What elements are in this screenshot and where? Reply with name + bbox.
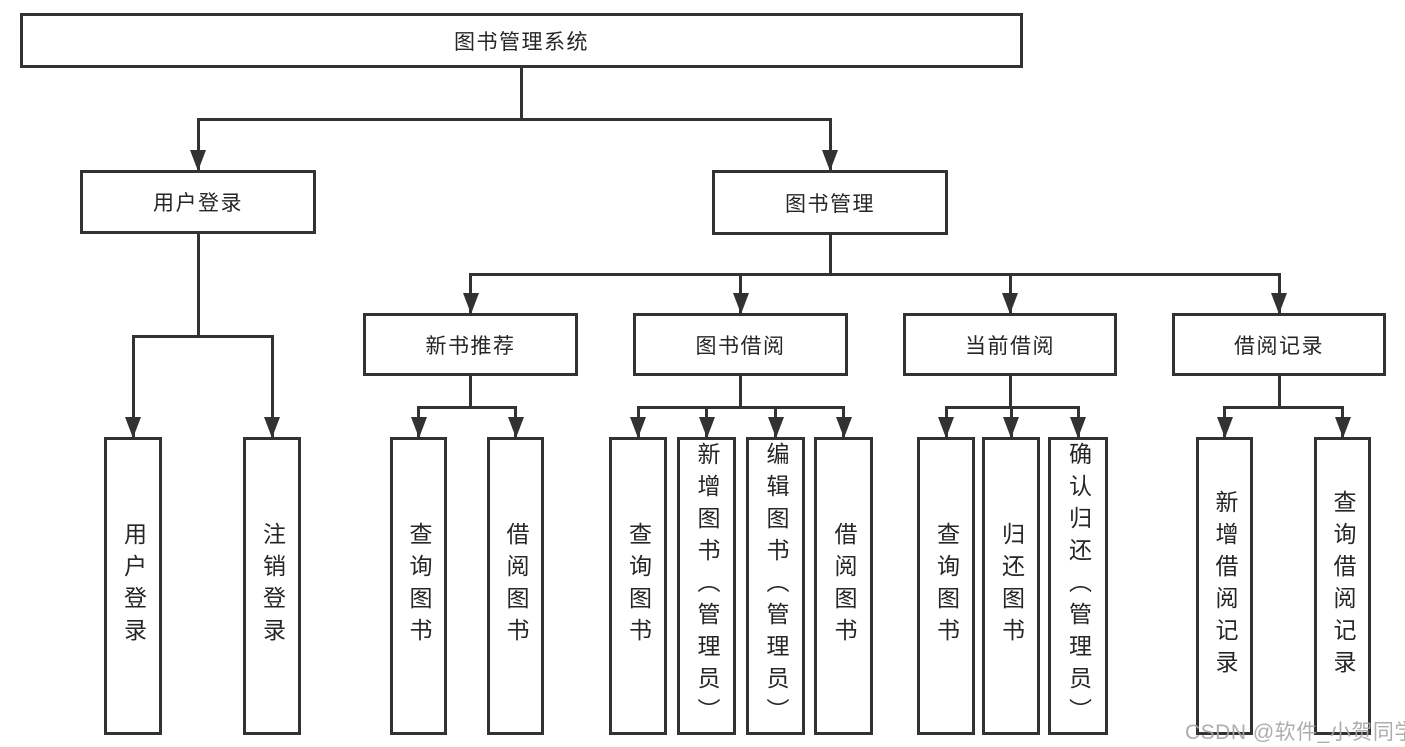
node-newbook: 新书推荐 [363,313,578,376]
node-record: 借阅记录 [1172,313,1386,376]
arrow-down-icon [462,293,479,314]
node-current-confirm: 确认归还（管理员） [1048,437,1108,735]
connector-line [1008,376,1012,407]
connector-line [417,405,517,409]
node-borrow-query: 查询图书 [609,437,667,735]
arrow-down-icon [507,417,524,438]
arrow-down-icon [698,417,715,438]
connector-line [196,234,200,336]
arrow-down-icon [630,417,646,438]
connector-line [1277,376,1281,407]
node-login-user: 用户登录 [104,437,162,735]
node-login: 用户登录 [80,170,316,234]
arrow-down-icon [264,417,280,438]
node-login-logout: 注销登录 [243,437,301,735]
arrow-down-icon [767,417,784,438]
arrow-down-icon [1003,417,1019,438]
arrow-down-icon [1271,293,1287,314]
connector-line [520,68,523,119]
connector-line [739,376,742,407]
arrow-down-icon [1334,417,1351,438]
arrow-down-icon [190,150,206,171]
node-borrow: 图书借阅 [633,313,848,376]
node-newbook-query: 查询图书 [390,437,447,735]
arrow-down-icon [1070,417,1086,438]
connector-line [828,235,832,274]
arrow-down-icon [410,417,427,438]
node-newbook-borrow: 借阅图书 [487,437,544,735]
connector-line [270,336,274,437]
node-current: 当前借阅 [903,313,1117,376]
connector-line [196,117,832,121]
arrow-down-icon [1216,417,1233,438]
connector-line [1223,405,1344,409]
connector-line [196,119,200,170]
node-root: 图书管理系统 [20,13,1023,68]
node-borrow-add: 新增图书（管理员） [677,437,736,735]
node-current-return: 归还图书 [982,437,1040,735]
node-current-query: 查询图书 [917,437,975,735]
connector-line [131,336,135,437]
arrow-down-icon [732,293,749,314]
node-record-add: 新增借阅记录 [1196,437,1253,735]
arrow-down-icon [1002,293,1018,314]
connector-line [469,272,1281,276]
node-borrow-edit: 编辑图书（管理员） [746,437,805,735]
connector-line [636,405,845,409]
csdn-watermark: CSDN @软件_小贺同学 [1185,721,1405,744]
node-record-query: 查询借阅记录 [1314,437,1371,735]
connector-line [469,376,472,407]
node-mgmt: 图书管理 [712,170,948,235]
arrow-down-icon [822,150,838,171]
arrow-down-icon [938,417,954,438]
node-borrow-borrow: 借阅图书 [814,437,873,735]
connector-line [131,334,274,338]
arrow-down-icon [835,417,852,438]
arrow-down-icon [125,417,141,438]
connector-line [828,119,832,170]
